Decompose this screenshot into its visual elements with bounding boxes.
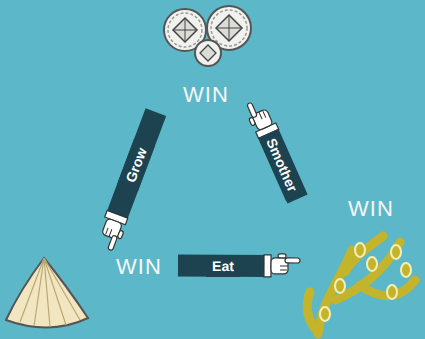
- band: [178, 255, 268, 277]
- action-label: Smother: [258, 129, 306, 201]
- organism-node: WIN: [158, 2, 254, 112]
- action-band: [95, 112, 156, 252]
- pointing-hand: [264, 254, 300, 277]
- limpet: [6, 258, 88, 328]
- win-label: WIN: [348, 198, 394, 220]
- seaweed: [307, 236, 415, 334]
- barnacles: [164, 6, 251, 66]
- organism-node: WIN: [300, 196, 422, 336]
- band: [116, 112, 156, 218]
- win-label: WIN: [116, 256, 162, 278]
- pointing-hand: [95, 210, 129, 252]
- organism-node: WIN: [4, 248, 172, 336]
- win-label: WIN: [183, 84, 229, 106]
- action-label: Grow: [117, 139, 154, 191]
- action-label: Eat: [206, 255, 240, 277]
- action-band: [178, 254, 300, 277]
